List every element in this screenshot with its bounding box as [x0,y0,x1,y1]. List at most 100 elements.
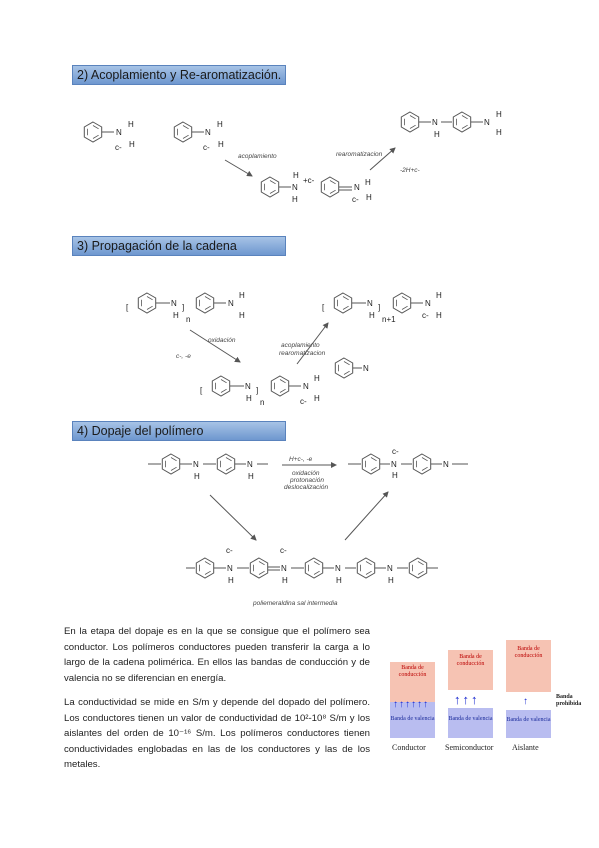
svg-text:]: ] [378,303,380,312]
scheme4-label-oxidacion: oxidación [292,470,320,477]
svg-text:H: H [228,576,234,585]
scheme3-anilinium: N [334,357,369,379]
scheme4-product: N c- H N [348,447,468,480]
svg-text:H: H [336,576,342,585]
scheme2-intermediate: N H H +c- N H H c- [260,171,372,204]
svg-text:H: H [436,291,442,300]
section-title-dopaje: 4) Dopaje del polímero [72,421,286,441]
svg-text:N: N [205,128,211,137]
svg-text:N: N [432,118,438,127]
scheme3-label-rearomatizacion: rearomatizacion [279,350,326,357]
svg-text:N: N [171,299,177,308]
svg-text:c-: c- [115,143,122,152]
svg-text:H: H [293,171,299,180]
svg-text:[: [ [200,386,203,395]
svg-text:N: N [116,128,122,137]
svg-text:H: H [388,576,394,585]
svg-text:N: N [391,460,397,469]
svg-text:H: H [366,193,372,202]
conductor-valence-band: Banda de valencia [390,702,435,738]
svg-text:N: N [335,564,341,573]
svg-text:n: n [260,398,264,407]
svg-text:H: H [436,311,442,320]
gap-label: Banda prohibida [556,694,582,707]
conductor-arrows: ↑↑↑↑↑↑ [393,699,429,710]
svg-text:H: H [194,472,200,481]
scheme2-label-acoplamiento: acoplamiento [238,153,277,160]
svg-text:N: N [227,564,233,573]
scheme4-label-reagent: H+c-, -e [289,456,313,463]
svg-text:H: H [292,195,298,204]
svg-text:H: H [496,110,502,119]
semiconductor-valence-band: Banda de valencia [448,708,493,738]
caption-aislante: Aislante [512,743,539,752]
svg-text:N: N [387,564,393,573]
section-title-propagacion: 3) Propagación de la cadena [72,236,286,256]
svg-text:[: [ [126,303,129,312]
svg-text:c-: c- [300,397,307,406]
svg-text:H: H [248,472,254,481]
scheme4-product-label: poliemeraldina sal intermedia [252,600,338,607]
svg-text:N: N [425,299,431,308]
svg-text:c-: c- [280,546,287,555]
svg-text:H: H [314,374,320,383]
svg-text:H: H [128,120,134,129]
scheme4-label-protonacion: protonación [289,477,324,484]
svg-text:H: H [218,140,224,149]
svg-text:c-: c- [422,311,429,320]
svg-text:c-: c- [203,143,210,152]
svg-text:H: H [173,311,179,320]
scheme4-reactant: N H N H [148,453,268,481]
scheme4-label-deslocalizacion: deslocalización [284,484,328,491]
svg-text:]: ] [256,386,258,395]
reaction-schemes: N H H c- N H H c- acoplamiento N H H +c-… [83,110,502,607]
svg-text:N: N [443,460,449,469]
svg-text:[: [ [322,303,325,312]
svg-text:H: H [392,471,398,480]
svg-text:H: H [434,130,440,139]
svg-text:+c-: +c- [303,176,315,185]
paragraph-dopaje: En la etapa del dopaje es en la que se c… [64,626,370,684]
scheme3-label-acoplamiento: acoplamiento [281,342,320,349]
scheme3-intermediate: [ N H ] n N H H c- [200,374,320,407]
scheme2-label-rearomatizacion: rearomatizacion [336,151,383,158]
svg-text:H: H [282,576,288,585]
scheme2-reactant-2: N H H c- [173,120,224,152]
svg-text:N: N [292,183,298,192]
aislante-valence-band: Banda de valencia [506,710,551,738]
svg-text:H: H [314,394,320,403]
band-semiconductor: Banda de conducción Banda de valencia ↑↑… [448,650,493,738]
svg-text:H: H [217,120,223,129]
section-title-acoplamiento: 2) Acoplamiento y Re-aromatización. [72,65,286,85]
scheme3-product: [ N H ] n+1 N H H c- [322,291,442,324]
semiconductor-conduction-band: Banda de conducción [448,650,493,690]
svg-text:N: N [228,299,234,308]
svg-text:]: ] [182,303,184,312]
scheme2-reactant-1: N H H c- [83,120,135,152]
svg-text:c-: c- [392,447,399,456]
caption-semiconductor: Semiconductor [445,743,494,752]
scheme3-label-reagent: c-, -e [176,353,191,360]
svg-text:H: H [496,128,502,137]
svg-text:H: H [246,394,252,403]
caption-conductor: Conductor [392,743,426,752]
aislante-conduction-band: Banda de conducción [506,640,551,692]
band-aislante: Banda de conducción Banda de valencia ↑ [506,640,551,738]
scheme3-reactant: [ N H ] n N H H [126,291,245,324]
scheme3-label-oxidacion: oxidación [208,337,236,344]
svg-text:N: N [484,118,490,127]
scheme4-intermediate: N c- H N c- H N H N H [186,546,438,585]
svg-text:N: N [247,460,253,469]
svg-text:H: H [239,291,245,300]
scheme2-product: N H N H H [400,110,502,139]
svg-text:N: N [367,299,373,308]
aislante-blocked-arrow: ↑ [523,696,528,707]
svg-text:c-: c- [226,546,233,555]
scheme2-label-loss: -2H+c- [400,167,421,174]
svg-text:H: H [239,311,245,320]
scheme3-sub-n1: n+1 [382,315,396,324]
semiconductor-arrows: ↑↑↑ [454,692,480,707]
svg-text:N: N [363,364,369,373]
band-conductor: Banda de conducción Banda de valencia ↑↑… [390,662,435,738]
svg-text:N: N [303,382,309,391]
